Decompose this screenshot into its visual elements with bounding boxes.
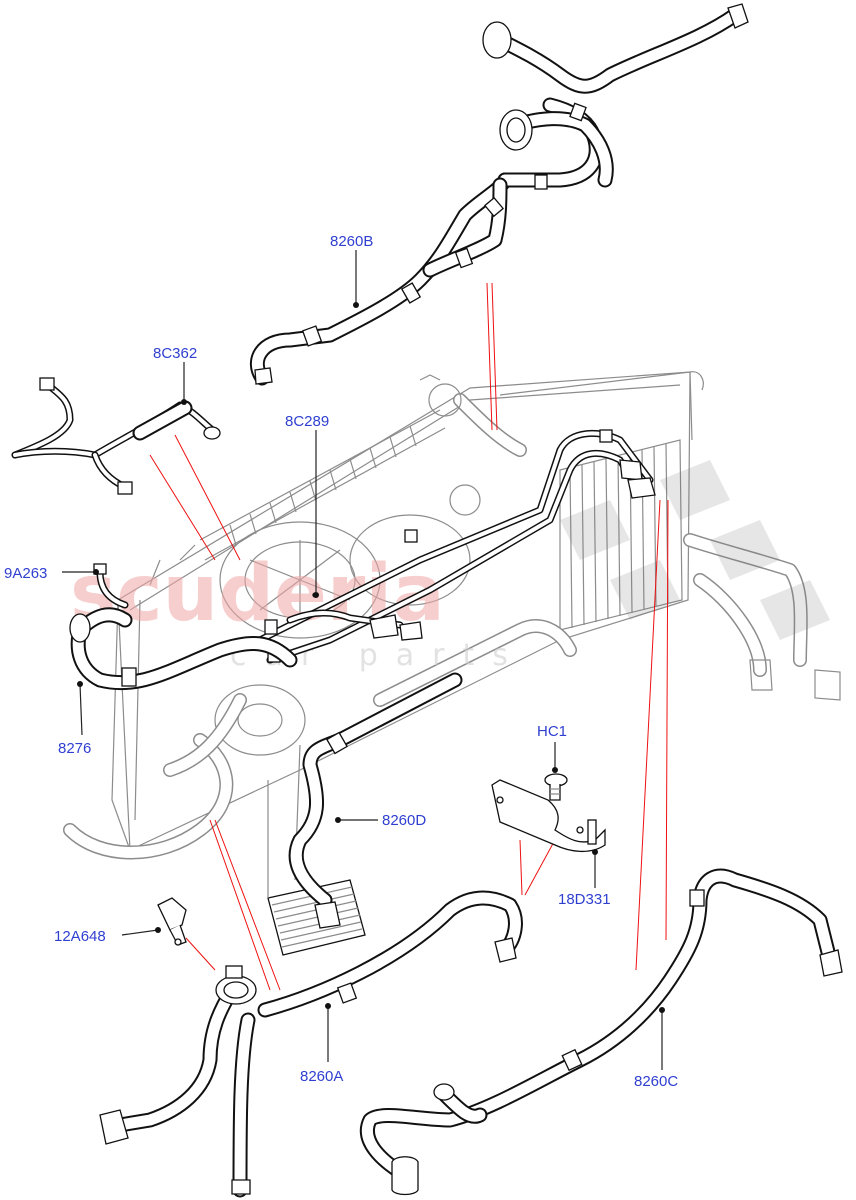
- label-18D331[interactable]: 18D331: [558, 891, 611, 908]
- part-HC1-bolt[interactable]: [544, 773, 568, 801]
- part-8C289-hose[interactable]: [256, 429, 656, 664]
- reference-lines: [149, 282, 669, 991]
- part-8260C-hose[interactable]: [360, 868, 843, 1196]
- part-18D331-bracket[interactable]: [491, 779, 606, 853]
- part-8260B-hose[interactable]: [249, 3, 749, 386]
- label-9A263[interactable]: 9A263: [4, 565, 47, 582]
- part-8276-hose[interactable]: [69, 607, 298, 691]
- part-12A648-sensor[interactable]: [157, 897, 187, 946]
- label-8260D[interactable]: 8260D: [382, 812, 426, 829]
- part-8C362-breather-hose[interactable]: [11, 377, 221, 495]
- checkered-flag-watermark: [560, 460, 830, 640]
- radiator-assembly: [63, 371, 841, 860]
- label-8C289[interactable]: 8C289: [285, 413, 329, 430]
- label-8260C[interactable]: 8260C: [634, 1073, 678, 1090]
- label-12A648[interactable]: 12A648: [54, 928, 106, 945]
- label-8C362[interactable]: 8C362: [153, 345, 197, 362]
- oil-cooler: [267, 744, 366, 956]
- part-8260A-hose[interactable]: [99, 890, 523, 1198]
- part-8260D-hose[interactable]: [288, 672, 463, 929]
- label-8260B[interactable]: 8260B: [330, 233, 373, 250]
- label-8260A[interactable]: 8260A: [300, 1068, 343, 1085]
- leader-lines: [62, 250, 665, 1070]
- label-HC1[interactable]: HC1: [537, 723, 567, 740]
- condenser-core: [499, 371, 704, 631]
- part-labels: 8260B 8C362 8C289 9A263 8276 HC1 8260D 1…: [4, 233, 678, 1090]
- label-8276[interactable]: 8276: [58, 740, 91, 757]
- watermark: scuderia car parts: [70, 460, 830, 673]
- part-9A263-pipe[interactable]: [93, 563, 129, 609]
